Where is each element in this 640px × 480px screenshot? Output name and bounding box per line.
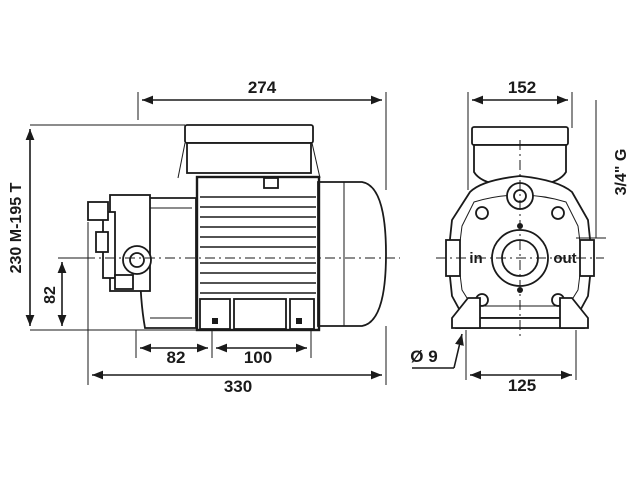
motor-foot-right [289,298,315,330]
motor-foot-left [199,298,231,330]
inlet-port-bore [129,252,145,268]
dim-front-port-thread: 3/4" G [613,149,630,196]
motor-end-cap [317,181,387,327]
dim-side-base-right: 100 [244,348,272,367]
terminal-box-lid [184,124,314,144]
bypass-knob [87,201,109,221]
side-view: 274 230 M-195 T 82 82 100 330 [8,78,400,396]
terminal-screw [263,177,279,189]
bolt-top-right [551,206,565,220]
motor-foot-middle [233,298,287,330]
bolt-top-left [475,206,489,220]
dim-front-width: 152 [508,78,536,97]
terminal-box [186,142,312,174]
front-foot-left [451,297,481,329]
dim-side-length-total: 330 [224,377,252,396]
dim-front-foot-spacing: 125 [508,376,536,395]
front-foot-right [559,297,589,329]
motor-body [195,175,321,332]
dim-side-base-left: 82 [167,348,186,367]
front-view: in out 152 3/4" G Ø 9 125 [410,78,630,395]
cooling-fins [200,196,316,294]
dim-side-height: 230 M-195 T [8,182,25,273]
dim-side-length-upper: 274 [248,78,277,97]
drain-plug [114,274,134,290]
dim-front-hole: Ø 9 [410,347,437,366]
side-cap [95,231,109,253]
dim-side-axis-height: 82 [42,286,59,304]
